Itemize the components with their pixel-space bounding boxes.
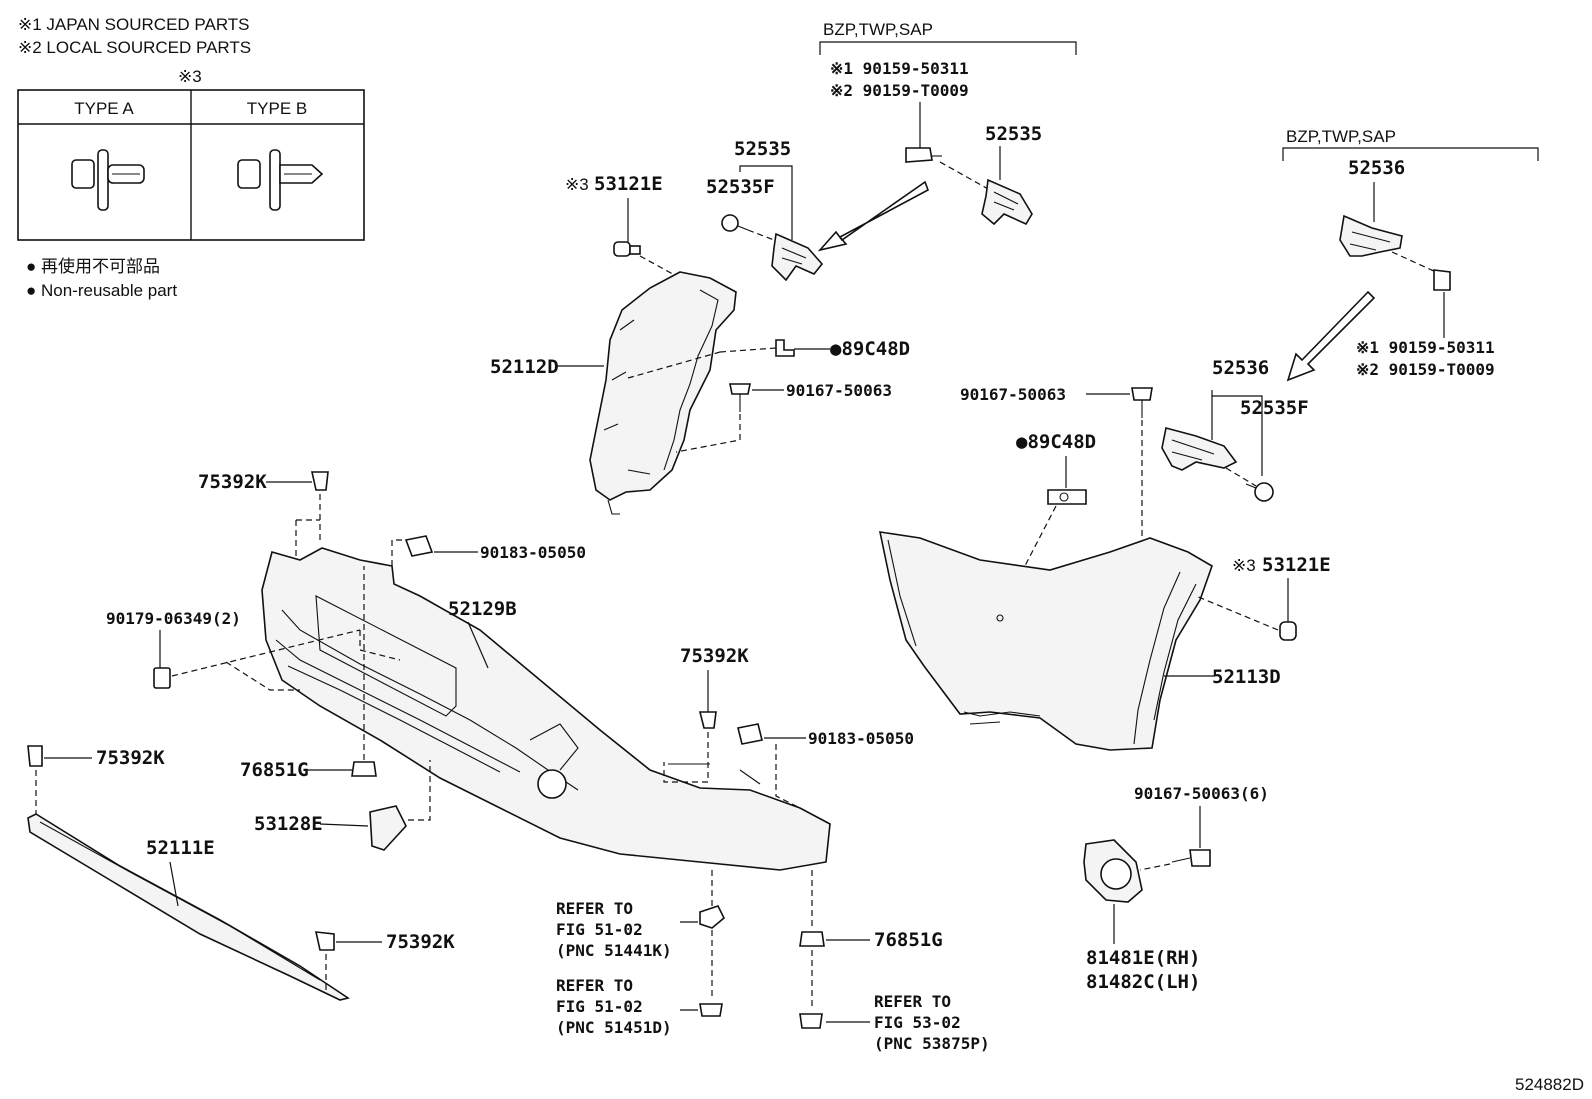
bumper-cover-52129B[interactable] [261,547,831,871]
callout-90167-6: 90167-50063(6) [1134,784,1269,803]
clip-type-table: TYPE A TYPE B [17,89,365,241]
clip-53121E-right[interactable] [1279,621,1297,641]
callout-75392K-b: 75392K [680,645,749,667]
retainer-52536-upper[interactable] [1339,214,1403,257]
legend-note-japan: ※1 JAPAN SOURCED PARTS [18,15,250,34]
callout-81481E: 81481E(RH) [1086,947,1200,969]
callout-53121E-right-mark: ※3 [1232,556,1256,575]
callout-52113D: 52113D [1212,666,1281,688]
screw-52535F-left[interactable] [721,214,749,232]
refer2-line2: FIG 51-02 [556,997,643,1016]
clip-53121E-left[interactable] [613,241,641,257]
callout-53121E-left: 53121E [594,173,663,195]
callout-89C48D-left: ●89C48D [830,338,910,360]
refer1-line2: FIG 51-02 [556,920,643,939]
callout-52535-top: 52535 [985,123,1042,145]
callout-52129B: 52129B [448,598,517,620]
refer1-line3: (PNC 51441K) [556,941,672,960]
refer3-line2: FIG 53-02 [874,1013,961,1032]
clip-76851G-b[interactable] [799,931,825,947]
callout-53121E-left-mark: ※3 [565,175,589,194]
clip-75392K-d[interactable] [314,931,335,951]
clip-90179[interactable] [153,667,171,689]
refer2-line3: (PNC 51451D) [556,1018,672,1037]
callout-52536-top: 52536 [1348,157,1405,179]
legend-nonreusable-jp: ● 再使用不可部品 [26,256,160,276]
callout-90159-local-right: ※2 90159-T0009 [1356,360,1495,379]
refer3-line1: REFER TO [874,992,951,1011]
bolt-90167-left[interactable] [729,383,751,412]
callout-53128E: 53128E [254,813,323,835]
callout-52535-group: 52535 [734,138,791,160]
nut-90183-b[interactable] [737,723,763,745]
callout-90167-right: 90167-50063 [960,385,1066,404]
fender-liner-52112D[interactable] [589,271,737,515]
refer1-line1: REFER TO [556,899,633,918]
clip-89C48D-left[interactable] [775,339,795,357]
bolt-refer-53875P[interactable] [799,1013,823,1029]
refer2-line1: REFER TO [556,976,633,995]
nut-90183-a[interactable] [404,535,434,557]
clip-refer-51441K[interactable] [699,905,725,929]
retainer-52535-lower[interactable] [771,232,824,282]
screw-90159-right[interactable] [1433,269,1451,291]
clip-75392K-a[interactable] [311,471,329,491]
bolt-90167-6[interactable] [1171,849,1211,867]
bezel-81481E-81482C[interactable] [1083,839,1143,903]
callout-90159-japan-right: ※1 90159-50311 [1356,338,1495,357]
callout-90159-local-left: ※2 90159-T0009 [830,81,969,100]
spoiler-52111E[interactable] [27,813,350,1001]
callout-52111E: 52111E [146,837,215,859]
type-b-header: TYPE B [247,99,307,118]
figure-id: 524882D [1515,1075,1584,1094]
clip-75392K-b[interactable] [698,711,717,729]
callout-52112D: 52112D [490,356,559,378]
callout-52535F-left: 52535F [706,176,775,198]
callout-90179: 90179-06349(2) [106,609,241,628]
callout-90159-japan-left: ※1 90159-50311 [830,59,969,78]
callout-90183-a: 90183-05050 [480,543,586,562]
bolt-90167-right[interactable] [1131,387,1153,418]
type-a-header: TYPE A [74,99,134,118]
clip-89C48D-right[interactable] [1047,489,1087,505]
legend-nonreusable-en: ● Non-reusable part [26,281,177,300]
arrow-left-retainer [817,180,929,252]
callout-75392K-c: 75392K [96,747,165,769]
callout-75392K-a: 75392K [198,471,267,493]
group-bracket-left: BZP,TWP,SAP [819,20,1077,55]
screw-52535F-right[interactable] [1245,482,1274,502]
legend-table-ref: ※3 [178,67,202,86]
callout-53121E-right: 53121E [1262,554,1331,576]
arrow-right-retainer [1286,290,1376,382]
group-label-left: BZP,TWP,SAP [823,20,933,39]
clip-76851G-a[interactable] [351,761,377,777]
callout-75392K-d: 75392K [386,931,455,953]
screw-90159-left[interactable] [905,147,942,163]
group-bracket-right: BZP,TWP,SAP [1282,127,1539,161]
refer3-line3: (PNC 53875P) [874,1034,990,1053]
retainer-52536-lower[interactable] [1161,427,1238,471]
callout-90167-left: 90167-50063 [786,381,892,400]
callout-52535F-right: 52535F [1240,397,1309,419]
legend: ※1 JAPAN SOURCED PARTS ※2 LOCAL SOURCED … [17,15,365,300]
cover-53128E[interactable] [369,805,407,851]
callout-52536-group: 52536 [1212,357,1269,379]
callout-89C48D-right: ●89C48D [1016,431,1096,453]
callout-81482C: 81482C(LH) [1086,971,1200,993]
clip-type-b-icon [237,149,324,211]
retainer-52535-upper[interactable] [981,178,1033,226]
group-label-right: BZP,TWP,SAP [1286,127,1396,146]
legend-note-local: ※2 LOCAL SOURCED PARTS [18,38,251,57]
clip-75392K-c[interactable] [27,745,43,767]
bumper-side-52113D[interactable] [878,531,1213,751]
clip-type-a-icon [71,149,145,211]
bolt-refer-51451D[interactable] [699,1003,723,1017]
callout-90183-b: 90183-05050 [808,729,914,748]
callout-76851G-b: 76851G [874,929,943,951]
callout-76851G-a: 76851G [240,759,309,781]
